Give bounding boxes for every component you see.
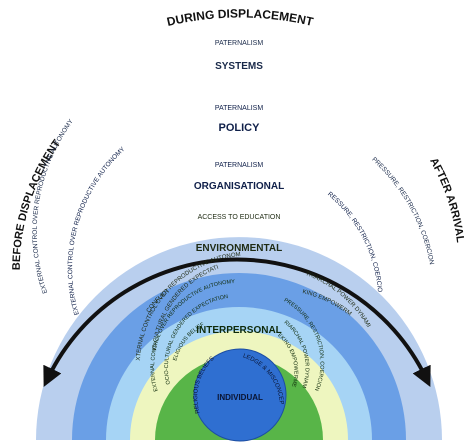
organisational-title: ORGANISATIONAL — [194, 181, 284, 192]
after-arrival-label: AFTER ARRIVAL — [427, 156, 466, 244]
policy-title: POLICY — [219, 122, 261, 134]
systems-right-note: PRESSURE, RESTRICTION, COERCION — [370, 156, 435, 265]
during-displacement-label: DURING DISPLACEMENT — [165, 6, 315, 29]
environmental-education-note: ACCESS TO EDUCATION — [198, 214, 281, 221]
individual-title: INDIVIDUAL — [217, 393, 263, 402]
during-displacement-arc — [43, 257, 431, 387]
organisational-paternalism-note: PATERNALISM — [215, 162, 264, 169]
interpersonal-title: INTERPERSONAL — [196, 325, 282, 336]
systems-paternalism-note: PATERNALISM — [215, 40, 264, 47]
systems-title: SYSTEMS — [215, 61, 263, 72]
environmental-title: ENVIRONMENTAL — [196, 243, 282, 254]
policy-paternalism-note: PATERNALISM — [215, 105, 264, 112]
